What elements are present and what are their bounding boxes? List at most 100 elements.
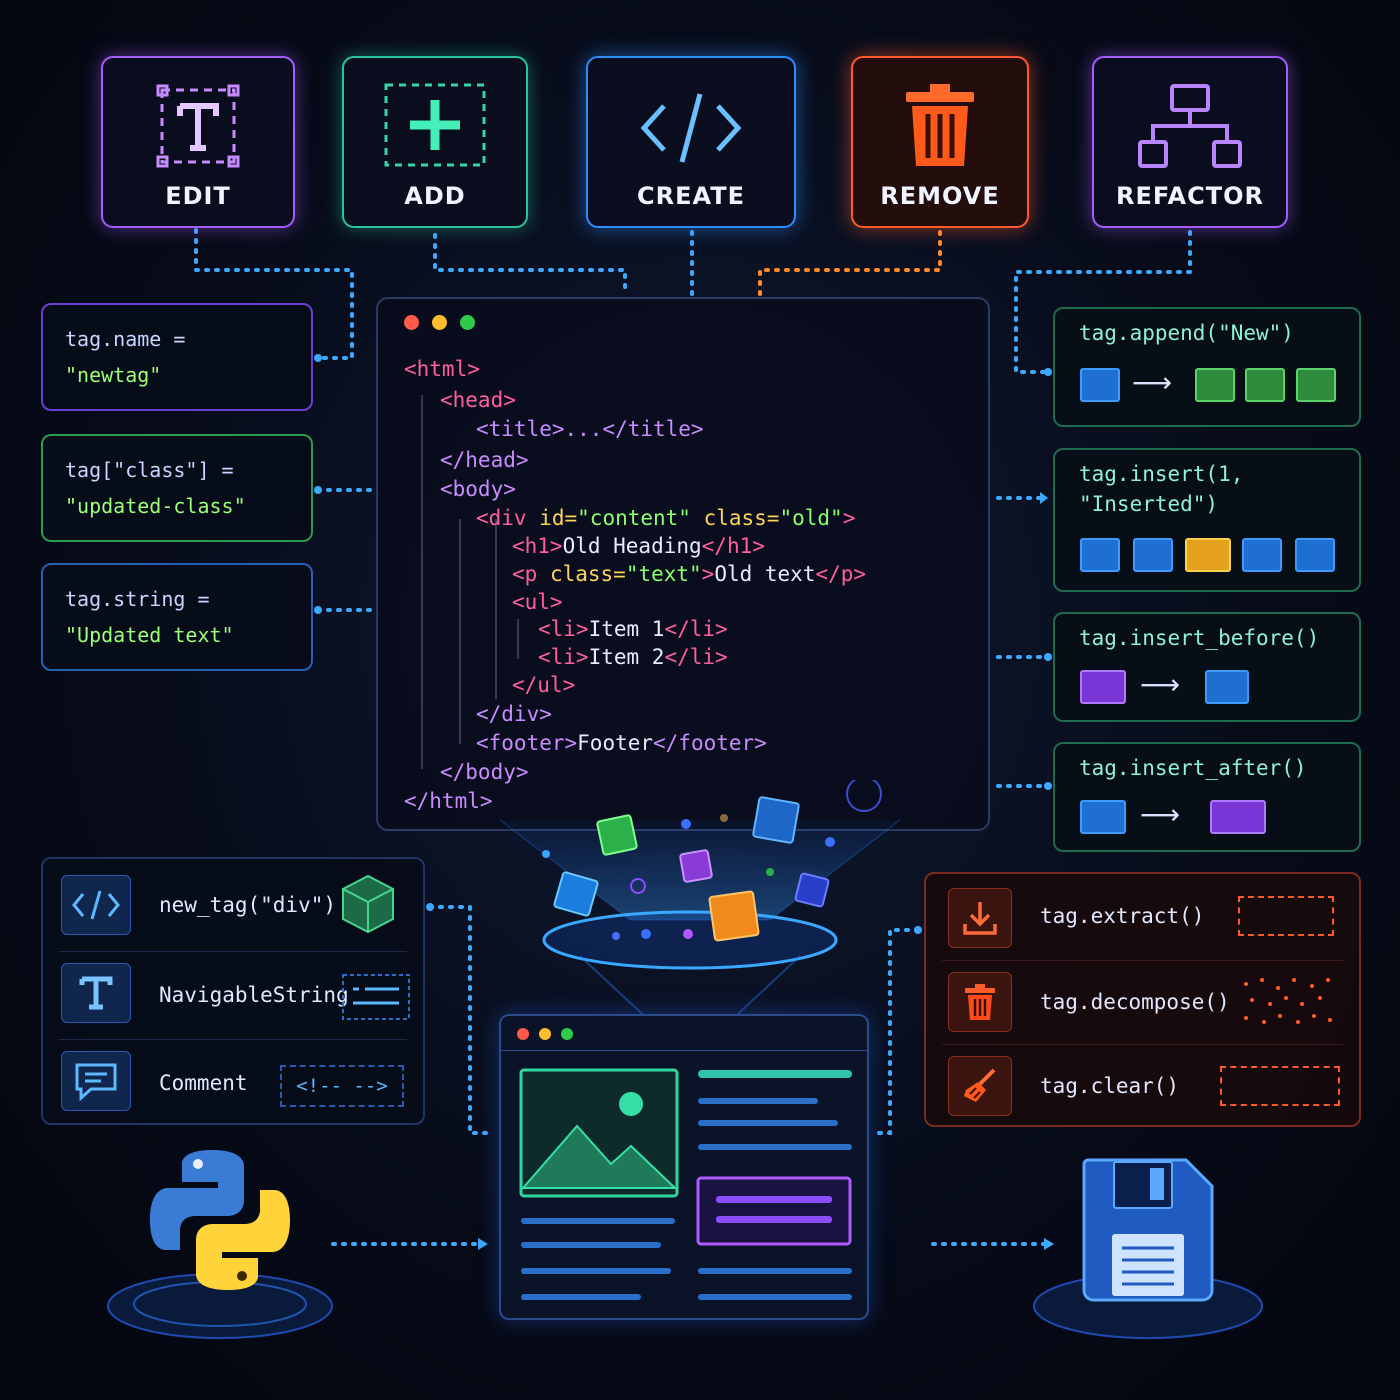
method-label: "Inserted") bbox=[1079, 492, 1219, 516]
trash-icon bbox=[906, 84, 974, 166]
code-line: </ul> bbox=[512, 673, 576, 697]
create-action-card[interactable]: CREATE bbox=[586, 56, 796, 228]
maximize-dot bbox=[561, 1028, 573, 1040]
code-line: </head> bbox=[440, 448, 529, 472]
method-label: tag.insert(1, bbox=[1079, 462, 1244, 486]
trash-icon bbox=[948, 972, 1012, 1032]
close-dot[interactable] bbox=[404, 315, 419, 330]
create-label: CREATE bbox=[637, 182, 745, 210]
particles-icon bbox=[1244, 978, 1332, 1024]
close-dot bbox=[517, 1028, 529, 1040]
code-icon bbox=[640, 93, 742, 163]
arrow-right-icon: ⟶ bbox=[1132, 366, 1173, 399]
plus-icon bbox=[384, 83, 486, 167]
block-icon bbox=[1080, 368, 1120, 402]
text-lines-icon bbox=[696, 1070, 852, 1300]
arrow-right-icon: ⟶ bbox=[1140, 668, 1181, 701]
code-line: <footer>Footer</footer> bbox=[476, 731, 767, 755]
minimize-dot[interactable] bbox=[432, 315, 447, 330]
code-tree-guides bbox=[421, 395, 519, 769]
code-line: <li>Item 2</li> bbox=[538, 645, 728, 669]
code-line: </body> bbox=[440, 760, 529, 784]
snippet-line: tag["class"] = bbox=[65, 458, 234, 482]
new-tag-label: new_tag("div") bbox=[159, 893, 337, 917]
tag-name-snippet: tag.name = "newtag" bbox=[41, 303, 313, 411]
divider bbox=[59, 1039, 407, 1040]
text-icon bbox=[61, 963, 131, 1023]
block-icon bbox=[1205, 670, 1249, 704]
snippet-value: "updated-class" bbox=[65, 494, 246, 518]
webpage-preview bbox=[499, 1014, 869, 1320]
snippet-value: "newtag" bbox=[65, 363, 162, 387]
divider bbox=[942, 960, 1343, 961]
insert-before-box: tag.insert_before() bbox=[1053, 612, 1361, 722]
empty-slot bbox=[1238, 896, 1334, 936]
arrow-right-icon: ⟶ bbox=[1140, 798, 1181, 831]
code-line: <head> bbox=[440, 388, 516, 412]
image-placeholder-icon bbox=[519, 1068, 679, 1198]
remove-action-card[interactable]: REMOVE bbox=[851, 56, 1029, 228]
code-line: <p class="text">Old text</p> bbox=[512, 562, 867, 586]
edit-label: EDIT bbox=[165, 182, 231, 210]
remove-methods-panel: tag.extract() tag.decompose() tag.clear(… bbox=[924, 872, 1361, 1127]
tag-class-snippet: tag["class"] = "updated-class" bbox=[41, 434, 313, 542]
maximize-dot[interactable] bbox=[460, 315, 475, 330]
edit-action-card[interactable]: EDIT bbox=[101, 56, 295, 228]
block-icon bbox=[1245, 368, 1285, 402]
block-icon bbox=[1185, 538, 1231, 572]
download-icon bbox=[948, 888, 1012, 948]
method-label: tag.append("New") bbox=[1079, 321, 1294, 345]
snippet-line: tag.name = bbox=[65, 327, 186, 351]
comment-icon bbox=[61, 1051, 131, 1111]
comment-label: Comment bbox=[159, 1071, 248, 1095]
extract-label: tag.extract() bbox=[1040, 904, 1205, 928]
code-line: <div id="content" class="old"> bbox=[476, 506, 856, 530]
comment-thumb: <!-- --> bbox=[280, 1065, 404, 1107]
decompose-label: tag.decompose() bbox=[1040, 990, 1230, 1014]
cube-icon bbox=[553, 796, 830, 942]
append-method-box: tag.append("New") bbox=[1053, 307, 1361, 427]
python-logo-icon bbox=[107, 1150, 333, 1339]
text-edit-icon bbox=[156, 84, 240, 168]
tag-string-snippet: tag.string = "Updated text" bbox=[41, 563, 313, 671]
block-icon bbox=[1080, 538, 1120, 572]
broom-icon bbox=[948, 1056, 1012, 1116]
divider bbox=[59, 951, 407, 952]
refactor-action-card[interactable]: REFACTOR bbox=[1092, 56, 1288, 228]
block-icon bbox=[1295, 538, 1335, 572]
create-types-panel: new_tag("div") NavigableString Comment <… bbox=[41, 857, 425, 1125]
divider bbox=[501, 1050, 867, 1051]
code-line: <ul> bbox=[512, 590, 563, 614]
block-icon bbox=[1210, 800, 1266, 834]
method-label: tag.insert_before() bbox=[1079, 626, 1320, 650]
divider bbox=[942, 1044, 1343, 1045]
code-line: </html> bbox=[404, 789, 493, 813]
block-icon bbox=[1133, 538, 1173, 572]
code-line: <h1>Old Heading</h1> bbox=[512, 534, 765, 558]
code-line: <body> bbox=[440, 477, 516, 501]
insert-after-box: tag.insert_after() bbox=[1053, 742, 1361, 852]
block-icon bbox=[1242, 538, 1282, 572]
clear-label: tag.clear() bbox=[1040, 1074, 1180, 1098]
add-label: ADD bbox=[404, 182, 466, 210]
block-icon bbox=[1296, 368, 1336, 402]
code-line: </div> bbox=[476, 702, 552, 726]
cube-icon bbox=[342, 874, 394, 934]
lines-icon bbox=[342, 974, 410, 1020]
snippet-line: tag.string = bbox=[65, 587, 210, 611]
remove-label: REMOVE bbox=[880, 182, 1000, 210]
code-line: <html> bbox=[404, 357, 480, 381]
block-icon bbox=[1080, 800, 1126, 834]
add-action-card[interactable]: ADD bbox=[342, 56, 528, 228]
refactor-label: REFACTOR bbox=[1116, 182, 1264, 210]
empty-slot bbox=[1220, 1066, 1340, 1106]
snippet-value: "Updated text" bbox=[65, 623, 234, 647]
code-line: <li>Item 1</li> bbox=[538, 617, 728, 641]
minimize-dot bbox=[539, 1028, 551, 1040]
funnel-graphic bbox=[499, 780, 901, 1030]
floppy-disk-icon bbox=[1033, 1158, 1263, 1339]
code-line: <title>...</title> bbox=[476, 417, 704, 441]
text-lines-icon bbox=[521, 1218, 675, 1300]
hierarchy-icon bbox=[1138, 84, 1242, 168]
